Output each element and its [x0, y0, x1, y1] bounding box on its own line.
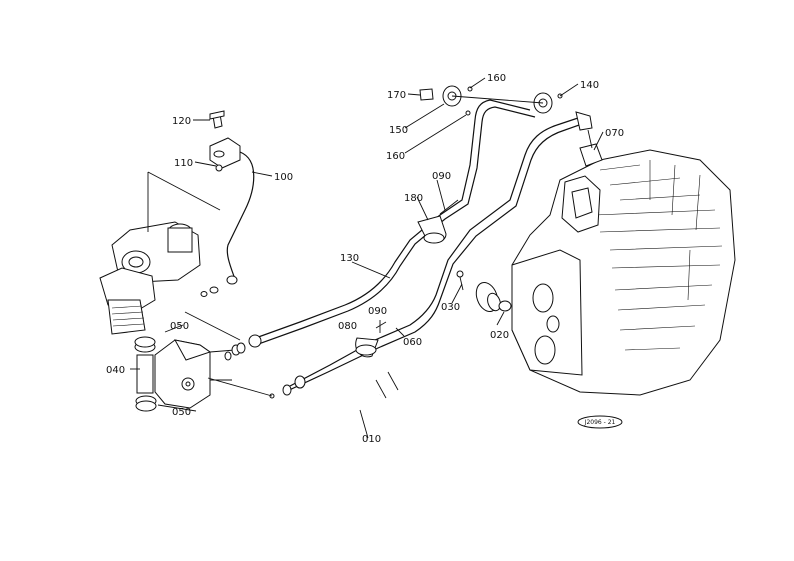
label-040: 040 — [106, 365, 125, 376]
pipe-060 — [289, 117, 579, 387]
part-labels: 120 110 100 170 160 150 160 140 070 090 … — [106, 73, 624, 445]
label-050-top: 050 — [170, 321, 189, 332]
pipe-100 — [226, 151, 255, 283]
label-090-top: 090 — [432, 171, 451, 182]
label-130: 130 — [340, 253, 359, 264]
label-080: 080 — [338, 321, 357, 332]
control-valve-assembly — [99, 171, 221, 335]
label-170: 170 — [387, 90, 406, 101]
clamp-080 — [355, 321, 387, 358]
valve-block — [154, 339, 241, 409]
hose-040 — [134, 336, 157, 412]
drawing-reference: J2096 - 21 — [577, 415, 623, 429]
flange-030 — [456, 270, 512, 313]
label-020: 020 — [490, 330, 509, 341]
label-120: 120 — [172, 116, 191, 127]
label-140: 140 — [580, 80, 599, 91]
label-010: 010 — [362, 434, 381, 445]
transmission-housing — [511, 149, 736, 396]
drawing-ref-text: J2096 - 21 — [584, 419, 616, 426]
leader-lines — [130, 77, 604, 439]
tee-block-100 — [209, 110, 241, 172]
label-030: 030 — [441, 302, 460, 313]
label-180: 180 — [404, 193, 423, 204]
label-050-bottom: 050 — [172, 407, 191, 418]
label-110: 110 — [174, 158, 193, 169]
label-160-bottom: 160 — [386, 151, 405, 162]
pipe-060-fittings — [269, 375, 306, 399]
pipe-060-upper — [284, 123, 583, 393]
label-160-top: 160 — [487, 73, 506, 84]
label-100: 100 — [274, 172, 293, 183]
clamp-180 — [417, 199, 459, 244]
label-090-bottom: 090 — [368, 306, 387, 317]
label-150: 150 — [389, 125, 408, 136]
label-070: 070 — [605, 128, 624, 139]
label-060: 060 — [403, 337, 422, 348]
pipe-100-fittings — [200, 275, 238, 297]
pipe-010 — [133, 296, 483, 493]
pipe-130-fittings — [236, 334, 262, 354]
